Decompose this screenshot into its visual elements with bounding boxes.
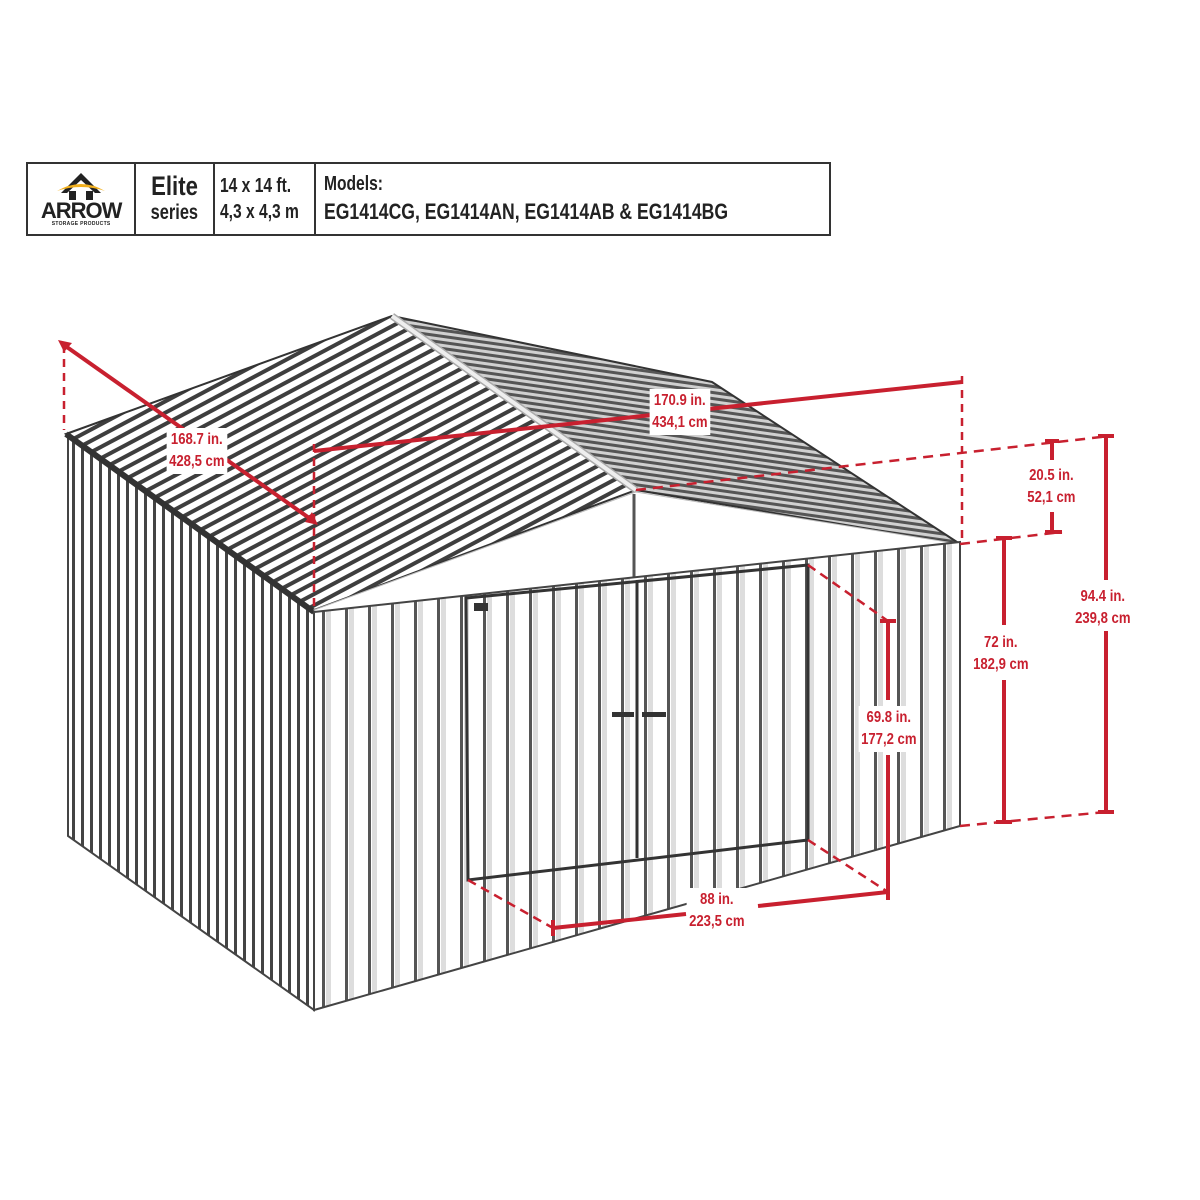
brand-logo: ARROW STORAGE PRODUCTS bbox=[28, 164, 137, 234]
roof-rise-dimension-label: 20.5 in. 52,1 cm bbox=[1024, 464, 1078, 510]
door-handles[interactable] bbox=[612, 712, 666, 717]
door-height-imperial: 69.8 in. bbox=[866, 709, 912, 726]
series-cell: Elite series bbox=[136, 164, 215, 234]
width-metric: 434,1 cm bbox=[652, 414, 708, 431]
models-list: EG1414CG, EG1414AN, EG1414AB & EG1414BG bbox=[323, 199, 728, 224]
series-name: Elite bbox=[151, 171, 198, 201]
right-door-handle-icon[interactable] bbox=[642, 712, 666, 717]
door-width-imperial: 88 in. bbox=[700, 891, 734, 908]
house-roof-icon bbox=[57, 173, 106, 200]
total-height-imperial: 94.4 in. bbox=[1080, 588, 1126, 605]
dimension-arrowheads bbox=[58, 340, 318, 525]
door-label-plate bbox=[474, 603, 488, 611]
depth-dimension-label: 168.7 in. 428,5 cm bbox=[166, 428, 227, 474]
brand-tagline: STORAGE PRODUCTS bbox=[51, 221, 111, 227]
depth-imperial: 168.7 in. bbox=[170, 431, 223, 448]
left-door-handle-icon[interactable] bbox=[612, 712, 634, 717]
size-imperial: 14 x 14 ft. bbox=[219, 175, 292, 197]
roof-rise-metric: 52,1 cm bbox=[1027, 489, 1076, 506]
wall-height-imperial: 72 in. bbox=[984, 634, 1018, 651]
size-metric: 4,3 x 4,3 m bbox=[219, 201, 299, 223]
door-width-dimension-label: 88 in. 223,5 cm bbox=[686, 888, 747, 934]
models-label: Models: bbox=[323, 173, 383, 195]
wall-height-dimension-label: 72 in. 182,9 cm bbox=[970, 631, 1031, 677]
width-dimension-line bbox=[313, 380, 963, 453]
double-doors[interactable] bbox=[464, 563, 810, 882]
series-label: series bbox=[150, 201, 199, 224]
product-header-table: ARROW STORAGE PRODUCTS Elite series 14 x… bbox=[26, 162, 831, 236]
roof-rise-imperial: 20.5 in. bbox=[1029, 467, 1074, 484]
width-imperial: 170.9 in. bbox=[653, 392, 706, 409]
total-height-dimension-label: 94.4 in. 239,8 cm bbox=[1072, 585, 1133, 631]
wall-height-metric: 182,9 cm bbox=[973, 656, 1029, 673]
brand-name: ARROW bbox=[40, 198, 123, 223]
models-cell: Models: EG1414CG, EG1414AN, EG1414AB & E… bbox=[316, 164, 829, 234]
size-cell: 14 x 14 ft. 4,3 x 4,3 m bbox=[215, 164, 316, 234]
door-width-metric: 223,5 cm bbox=[689, 913, 745, 930]
door-height-metric: 177,2 cm bbox=[861, 731, 917, 748]
door-height-dimension-label: 69.8 in. 177,2 cm bbox=[858, 706, 919, 752]
width-dimension-label: 170.9 in. 434,1 cm bbox=[649, 389, 710, 435]
total-height-metric: 239,8 cm bbox=[1075, 610, 1131, 627]
depth-metric: 428,5 cm bbox=[169, 453, 225, 470]
